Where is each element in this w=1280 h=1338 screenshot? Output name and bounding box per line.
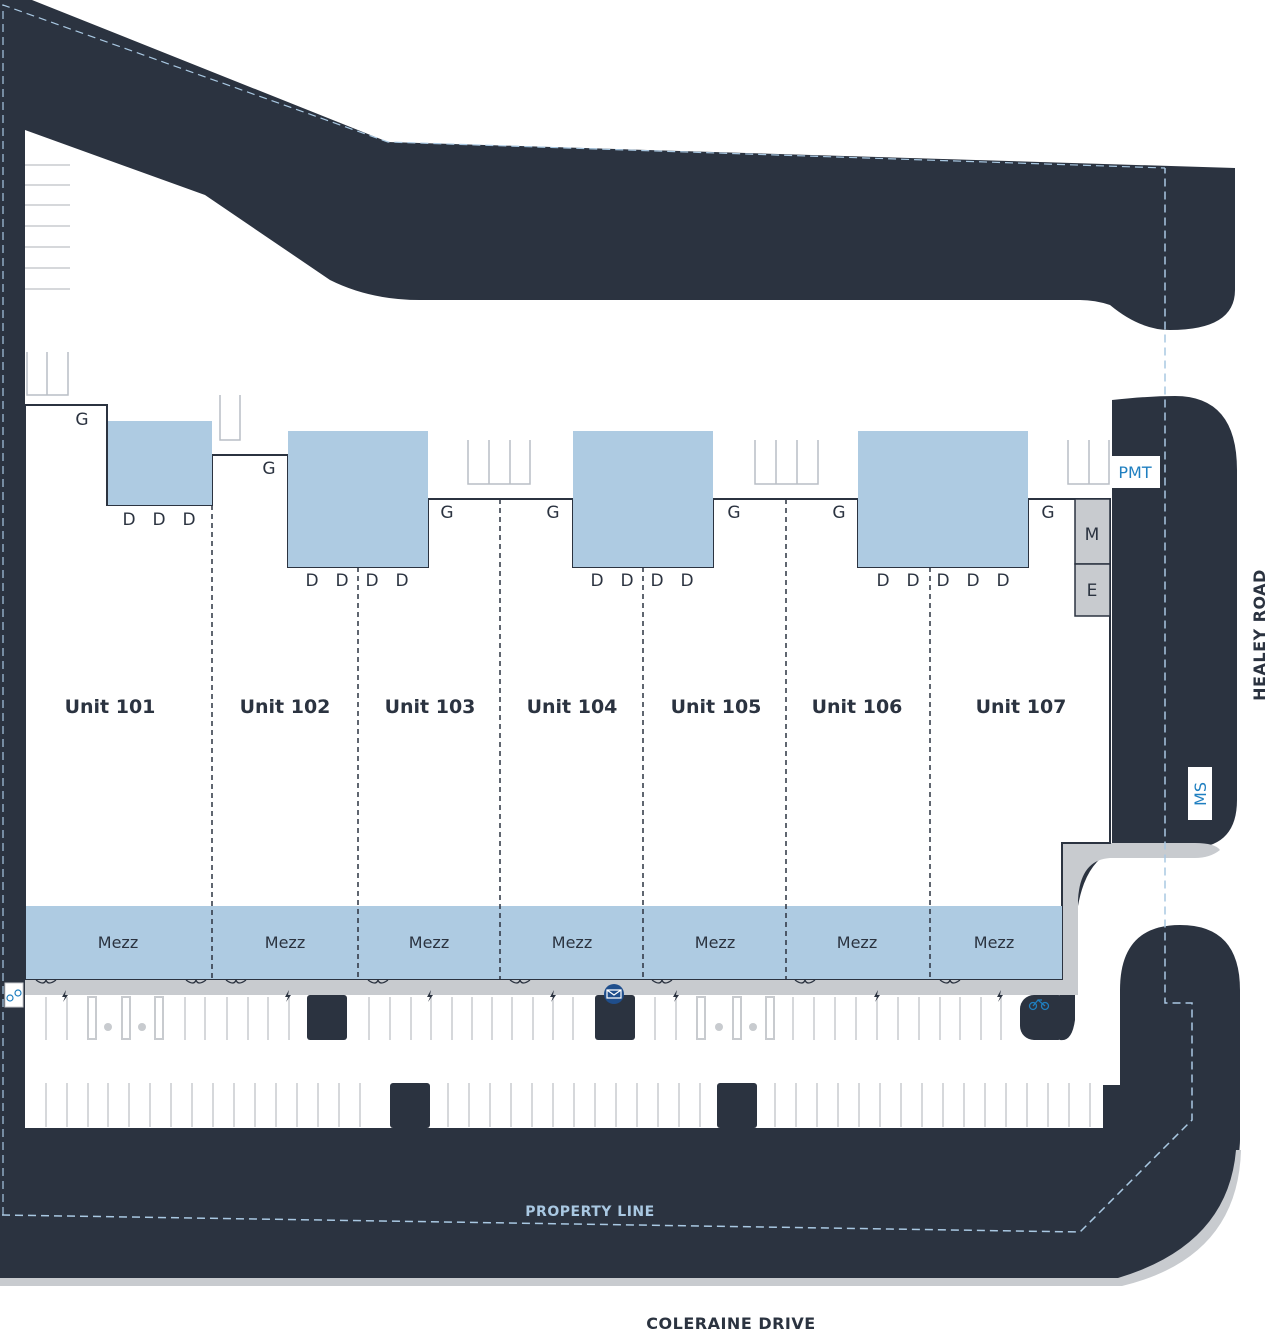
dock-door-label: D (996, 571, 1009, 591)
rear-stall-markings (26, 352, 1110, 485)
dock-door-label: D (395, 571, 408, 591)
dock-door-label: D (680, 571, 693, 591)
mezzanine-label: Mezz (98, 933, 138, 952)
coleraine-drive-label: COLERAINE DRIVE (646, 1314, 815, 1333)
mail-icon (604, 984, 624, 1004)
parking-island (390, 1083, 430, 1128)
dock-door-label: D (966, 571, 979, 591)
unit-label: Unit 107 (976, 696, 1067, 718)
grade-door-label: G (262, 459, 275, 479)
healey-road-label: HEALEY ROAD (1250, 569, 1269, 701)
demising-walls (211, 499, 931, 980)
electrical-room-label: E (1087, 581, 1098, 601)
lightning-icon (62, 990, 1003, 1002)
dock-door-label: D (365, 571, 378, 591)
south-drive (0, 1085, 1240, 1278)
ms-label: MS (1191, 782, 1210, 806)
parking-island (307, 995, 347, 1040)
front-walkway (25, 980, 1075, 995)
east-curb (1062, 843, 1220, 995)
west-drive (0, 0, 25, 1240)
dock-door-label: D (305, 571, 318, 591)
unit-label: Unit 101 (65, 696, 156, 718)
north-drive (0, 0, 1235, 330)
dock-door-label: D (906, 571, 919, 591)
dock-door-label: D (182, 510, 195, 530)
dock-area-101 (108, 421, 212, 505)
dock-door-label: D (936, 571, 949, 591)
entrance-doors (35, 979, 961, 984)
unit-label: Unit 105 (671, 696, 762, 718)
mezzanine-label: Mezz (265, 933, 305, 952)
south-parking-stripes (45, 1083, 1091, 1127)
grade-door-label: G (727, 503, 740, 523)
dock-door-label: D (335, 571, 348, 591)
dock-door-label: D (152, 510, 165, 530)
ms-tag (1188, 767, 1212, 820)
dock-door-label: D (590, 571, 603, 591)
property-line-label: PROPERTY LINE (525, 1204, 654, 1220)
nw-parking-stripes (25, 164, 70, 290)
parking-island (595, 995, 635, 1040)
property-line (1, 168, 1193, 1233)
grade-door-label: G (546, 503, 559, 523)
meter-room (1074, 498, 1111, 565)
electrical-room (1074, 563, 1111, 617)
parking-island (1020, 995, 1072, 1040)
mezzanine-label: Mezz (552, 933, 592, 952)
dock-door-label: D (620, 571, 633, 591)
mezzanine-strip (26, 906, 1062, 979)
grade-doors: G G G G G G G (75, 410, 1054, 523)
dock-door-label: D (122, 510, 135, 530)
east-drive-south (1120, 925, 1240, 1140)
unit-label: Unit 102 (240, 696, 331, 718)
accessible-stall-hatching (87, 996, 775, 1040)
dock-area-102-103 (288, 431, 428, 567)
unit-label: Unit 104 (527, 696, 618, 718)
east-drive (1060, 396, 1237, 1041)
grade-door-label: G (75, 410, 88, 430)
unit-label: Unit 103 (385, 696, 476, 718)
pmt-tag (1110, 456, 1160, 488)
dock-door-label: D (650, 571, 663, 591)
property-line-north (2, 4, 1166, 1215)
mezzanine-label: Mezz (837, 933, 877, 952)
dock-door-label: D (876, 571, 889, 591)
front-parking-stripes (45, 997, 1002, 1040)
wheelchair-icon (104, 1023, 757, 1031)
dock-area-104-105 (573, 431, 713, 567)
mezzanine-label: Mezz (409, 933, 449, 952)
meter-room-label: M (1085, 525, 1100, 545)
grade-door-label: G (1041, 503, 1054, 523)
grade-door-label: G (440, 503, 453, 523)
grade-door-label: G (832, 503, 845, 523)
mezzanine-label: Mezz (695, 933, 735, 952)
parking-island (717, 1083, 757, 1128)
bicycle-icon (4, 982, 24, 1008)
bicycle-icon (1028, 999, 1050, 1011)
dock-area-106-107 (858, 431, 1028, 567)
mezzanine-label: Mezz (974, 933, 1014, 952)
pmt-label: PMT (1118, 463, 1151, 482)
unit-label: Unit 106 (812, 696, 903, 718)
dock-doors: D D D D D D D D D D D D D D D D (122, 510, 1009, 591)
